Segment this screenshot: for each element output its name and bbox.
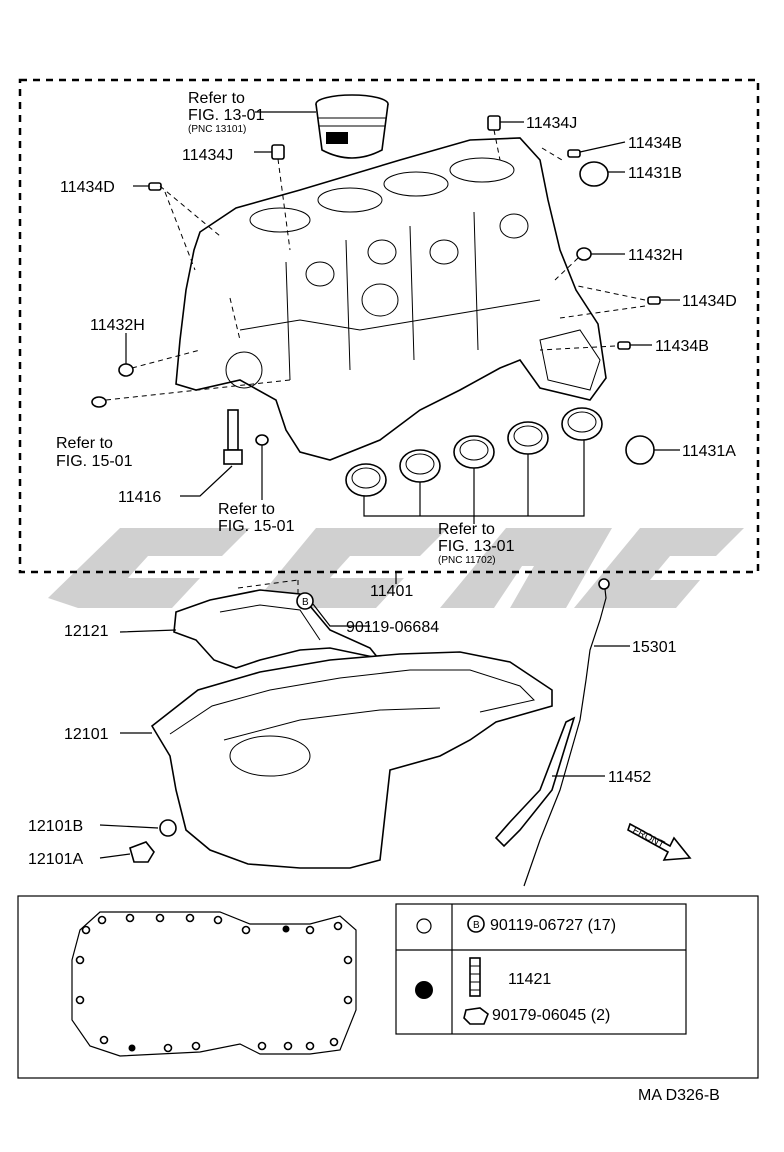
gasket-legend-box — [17, 895, 759, 1079]
baffle-plate-12121-icon — [173, 589, 381, 669]
gasket-12101B-icon — [159, 819, 177, 837]
oil-pan-group — [99, 579, 553, 869]
part-11401-label: 11401 — [370, 583, 413, 600]
dashed-leader-lines — [105, 129, 646, 401]
part-90119-06684-label: 90119-06684 — [346, 619, 439, 636]
leader-lines — [125, 111, 680, 584]
part-11434B-top-label: 11434B — [628, 135, 682, 152]
legend-bolt-90119-06727-label: 90119-06727 (17) — [490, 917, 616, 934]
bolt-b-letter: B — [302, 597, 309, 608]
oil-level-gauge-group — [494, 578, 630, 887]
refer-bearing-fig-label: FIG. 13-01 — [438, 538, 515, 555]
part-11432H-right-label: 11432H — [628, 247, 683, 264]
refer-left-label: Refer to — [56, 435, 113, 452]
part-12121-label: 12121 — [64, 623, 109, 640]
dowel-pin-11434J-top-icon — [487, 115, 501, 131]
refer-left-fig-label: FIG. 15-01 — [56, 453, 133, 470]
part-11434D-left-label: 11434D — [60, 179, 115, 196]
dowel-pin-11434J-left-icon — [271, 144, 285, 160]
refer-mid-fig-label: FIG. 15-01 — [218, 518, 295, 535]
pin-11434B-top-icon — [567, 149, 581, 158]
front-label: FRONT — [631, 825, 667, 851]
part-11416-label: 11416 — [118, 489, 161, 506]
oil-nozzle-11416-icon — [223, 409, 243, 465]
part-11434J-left-label: 11434J — [182, 147, 233, 164]
refer-bearing-pnc-label: (PNC 11702) — [438, 555, 496, 566]
part-11434D-right-label: 11434D — [682, 293, 737, 310]
engine-block-group-frame — [18, 78, 760, 574]
filled-circle-symbol-icon — [415, 981, 433, 999]
pin-11434D-left-icon — [148, 182, 162, 191]
legend-nut-90179-06045-label: 90179-06045 (2) — [492, 1007, 610, 1024]
part-12101B-label: 12101B — [28, 818, 83, 835]
plug-11431A-icon — [625, 435, 655, 465]
drain-plug-12101A-icon — [129, 841, 155, 863]
refer-mid-label: Refer to — [218, 501, 275, 518]
diagram-code-label: MA D326-B — [638, 1087, 720, 1104]
open-circle-symbol-icon — [416, 918, 432, 934]
part-11434B-mid-label: 11434B — [655, 338, 709, 355]
nut-icon — [463, 1007, 489, 1025]
plug-11432H-left-icon — [118, 363, 134, 377]
front-direction-arrow-icon — [627, 822, 692, 861]
legend-stud-11421-label: 11421 — [508, 971, 551, 988]
refer-piston-fig-label: FIG. 13-01 — [188, 107, 265, 124]
plug-11432H-right-icon — [576, 247, 592, 261]
dipstick-15301-icon — [523, 579, 607, 887]
part-11432H-left-label: 11432H — [90, 317, 145, 334]
part-12101-label: 12101 — [64, 726, 109, 743]
plug-left-icon — [91, 396, 107, 408]
part-11431A-label: 11431A — [682, 443, 736, 460]
part-15301-label: 15301 — [632, 639, 677, 656]
cylinder-block-icon — [175, 137, 607, 461]
refer-piston-pnc-label: (PNC 13101) — [188, 124, 246, 135]
oil-pan-gasket-outline-icon — [71, 911, 357, 1057]
plug-mid-icon — [255, 434, 269, 446]
pin-11434D-right-icon — [647, 296, 661, 305]
oil-pan-12101-icon — [150, 651, 553, 869]
refer-bearing-label: Refer to — [438, 521, 495, 538]
part-12101A-label: 12101A — [28, 851, 83, 868]
bolt-b-legend-letter: B — [473, 920, 480, 931]
bolt-b-legend-icon — [467, 915, 485, 933]
refer-piston-label: Refer to — [188, 90, 245, 107]
bolt-b-icon — [296, 592, 314, 610]
plug-11431B-icon — [579, 161, 609, 187]
part-11434J-top-label: 11434J — [526, 115, 577, 132]
part-11431B-label: 11431B — [628, 165, 682, 182]
dipstick-guide-11452-icon — [494, 716, 576, 848]
small-plug-parts — [91, 115, 661, 465]
stud-bolt-icon — [469, 957, 481, 997]
piston-icon — [315, 94, 389, 159]
pin-11434B-mid-icon — [617, 341, 631, 350]
part-11452-label: 11452 — [608, 769, 651, 786]
watermark-logo — [48, 528, 744, 608]
